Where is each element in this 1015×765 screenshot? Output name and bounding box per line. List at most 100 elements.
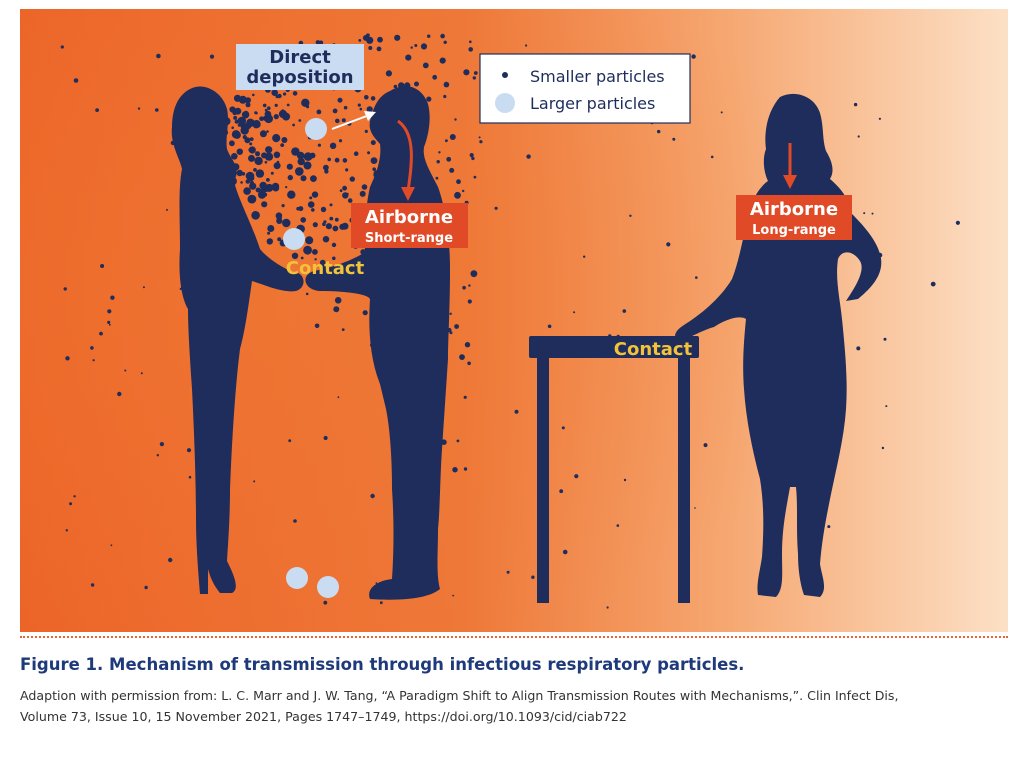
small-particle xyxy=(559,489,564,494)
small-particle xyxy=(305,292,309,296)
small-particle xyxy=(288,439,292,443)
small-particle xyxy=(246,118,255,128)
small-particle xyxy=(281,204,285,208)
small-particle xyxy=(271,89,278,96)
small-particle xyxy=(955,220,961,225)
small-particle xyxy=(469,153,474,158)
small-particle xyxy=(359,107,363,111)
small-particle xyxy=(292,123,295,127)
large-particle xyxy=(305,118,327,140)
figure-credit-line-2: Volume 73, Issue 10, 15 November 2021, P… xyxy=(20,709,627,724)
small-particle xyxy=(863,212,866,215)
small-particle xyxy=(255,169,265,178)
small-particle xyxy=(309,196,313,200)
small-particle xyxy=(322,236,330,243)
small-particle xyxy=(339,223,346,230)
small-particle xyxy=(454,191,461,199)
transmission-illustration: Direct deposition Smaller particles Larg… xyxy=(20,9,1008,632)
small-particle xyxy=(420,43,428,50)
small-particle xyxy=(314,323,320,329)
small-particle xyxy=(243,110,249,116)
small-particle xyxy=(108,323,111,326)
small-particle xyxy=(248,148,252,152)
small-particle xyxy=(188,475,192,479)
small-particle xyxy=(255,151,260,157)
small-particle xyxy=(345,168,349,172)
small-particle xyxy=(878,117,882,120)
small-particle xyxy=(427,34,431,38)
small-particle xyxy=(930,281,936,287)
small-particle xyxy=(710,155,714,159)
small-particle xyxy=(479,140,483,144)
small-particle xyxy=(329,203,333,207)
small-particle xyxy=(561,426,565,430)
small-particle xyxy=(358,39,362,42)
small-particle xyxy=(303,152,313,161)
small-particle xyxy=(329,216,334,221)
small-particle xyxy=(248,146,256,154)
small-particle xyxy=(341,328,345,331)
small-particle xyxy=(305,236,314,245)
small-particle xyxy=(319,259,326,266)
small-particle xyxy=(320,206,327,213)
small-particle xyxy=(277,237,282,242)
small-particle xyxy=(881,446,885,450)
small-particle xyxy=(254,156,263,166)
small-particle xyxy=(364,129,368,133)
small-particle xyxy=(124,369,127,372)
small-particle xyxy=(463,395,467,399)
small-particle xyxy=(454,118,457,121)
small-particle xyxy=(370,96,376,101)
small-particle xyxy=(278,109,288,119)
small-particle xyxy=(449,312,452,315)
small-particle xyxy=(137,107,141,110)
large-particles xyxy=(283,118,339,598)
large-particle xyxy=(283,228,305,250)
small-particle xyxy=(506,570,510,574)
small-particle xyxy=(240,181,243,184)
small-particle xyxy=(359,190,366,197)
small-particle xyxy=(266,238,273,245)
small-particle xyxy=(110,544,113,547)
small-particle xyxy=(280,143,285,148)
small-particle xyxy=(297,157,305,166)
small-particle xyxy=(856,346,861,351)
caption-divider xyxy=(20,636,1008,638)
small-particle xyxy=(422,62,429,69)
small-particle xyxy=(140,372,143,375)
direct-deposition-label: Direct deposition xyxy=(236,44,364,90)
small-particle xyxy=(303,161,312,170)
small-particle xyxy=(233,115,238,120)
small-particle xyxy=(73,78,79,83)
small-particle xyxy=(666,242,671,247)
small-particle xyxy=(694,507,696,509)
small-particle xyxy=(446,156,452,162)
small-particle xyxy=(347,198,353,203)
small-particle xyxy=(312,249,318,255)
small-particle xyxy=(445,139,448,143)
small-particle xyxy=(63,287,67,291)
small-particle xyxy=(342,185,347,191)
small-particle xyxy=(303,245,312,255)
small-particle xyxy=(310,175,317,183)
small-particle xyxy=(264,110,272,118)
small-particle xyxy=(462,189,465,193)
small-particle xyxy=(261,201,268,208)
small-particle xyxy=(342,192,349,199)
small-particle xyxy=(259,130,267,138)
small-particle xyxy=(117,391,122,397)
airborne-long-title: Airborne xyxy=(750,199,838,220)
small-particle xyxy=(703,443,708,448)
small-particle xyxy=(300,256,304,260)
small-particle xyxy=(110,295,115,300)
small-particle xyxy=(159,442,164,447)
small-particle xyxy=(307,201,315,208)
small-particle xyxy=(514,409,519,414)
small-particle xyxy=(231,153,238,160)
small-particle xyxy=(414,44,418,47)
small-particle xyxy=(331,242,337,248)
figure-credit-line-1: Adaption with permission from: L. C. Mar… xyxy=(20,688,899,703)
small-particle xyxy=(337,396,340,399)
direct-deposition-line2: deposition xyxy=(246,67,353,88)
small-particle xyxy=(883,337,887,341)
